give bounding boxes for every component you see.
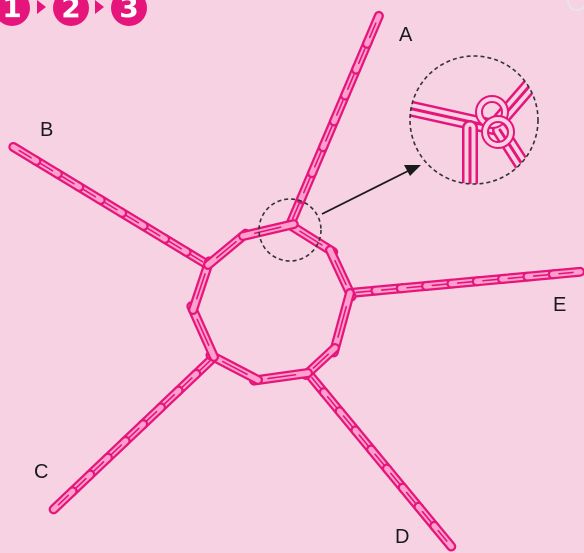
arm-label-c: C — [34, 462, 48, 482]
triangle-right-icon — [37, 0, 46, 14]
triangle-right-icon — [95, 0, 104, 14]
arm-label-a: A — [399, 25, 412, 45]
arm-label-d: D — [395, 527, 409, 547]
arm-label-b: B — [40, 120, 53, 140]
paperclip-arm-e — [553, 272, 580, 275]
arm-label-e: E — [553, 295, 566, 315]
